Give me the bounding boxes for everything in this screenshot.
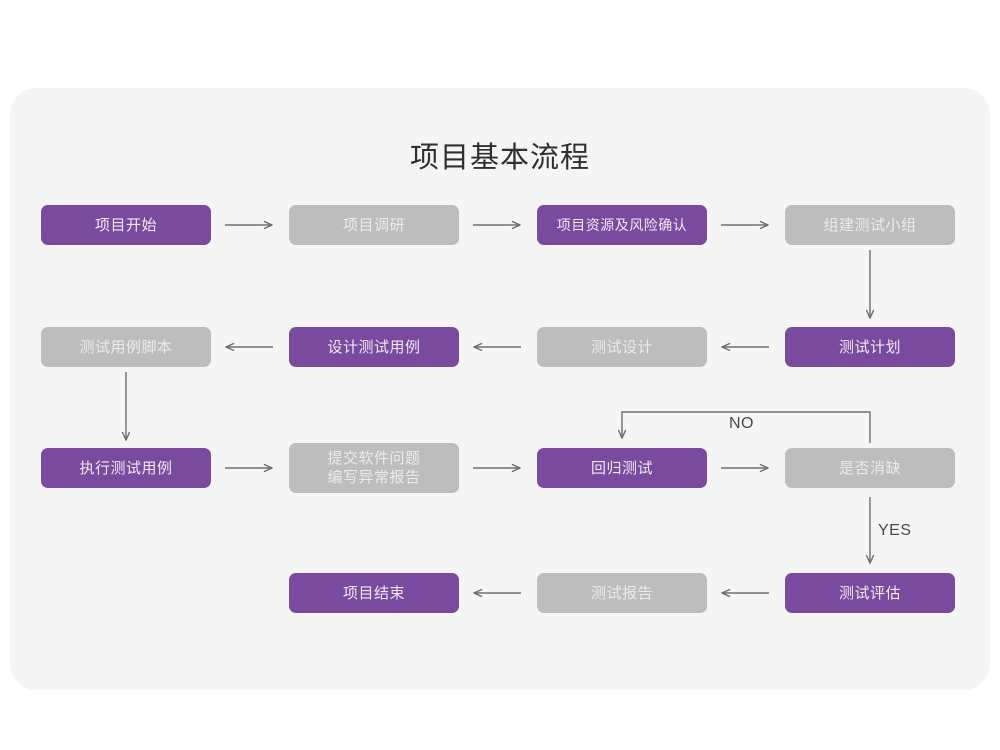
node-project-end[interactable]: 项目结束 (289, 573, 459, 613)
node-build-test-team[interactable]: 组建测试小组 (785, 205, 955, 245)
node-test-case-script[interactable]: 测试用例脚本 (41, 327, 211, 367)
node-test-plan[interactable]: 测试计划 (785, 327, 955, 367)
node-regression-test[interactable]: 回归测试 (537, 448, 707, 488)
node-test-report[interactable]: 测试报告 (537, 573, 707, 613)
node-project-research[interactable]: 项目调研 (289, 205, 459, 245)
node-project-start[interactable]: 项目开始 (41, 205, 211, 245)
node-resource-risk-confirm[interactable]: 项目资源及风险确认 (537, 205, 707, 245)
node-defect-cleared[interactable]: 是否消缺 (785, 448, 955, 488)
page-title: 项目基本流程 (409, 142, 590, 174)
edge-label-no: NO (729, 415, 754, 432)
node-submit-issue-report[interactable]: 提交软件问题 编写异常报告 (289, 443, 459, 493)
edge-label-yes: YES (878, 522, 912, 539)
node-execute-test-case[interactable]: 执行测试用例 (41, 448, 211, 488)
node-design-test-case[interactable]: 设计测试用例 (289, 327, 459, 367)
node-test-evaluation[interactable]: 测试评估 (785, 573, 955, 613)
node-test-design[interactable]: 测试设计 (537, 327, 707, 367)
